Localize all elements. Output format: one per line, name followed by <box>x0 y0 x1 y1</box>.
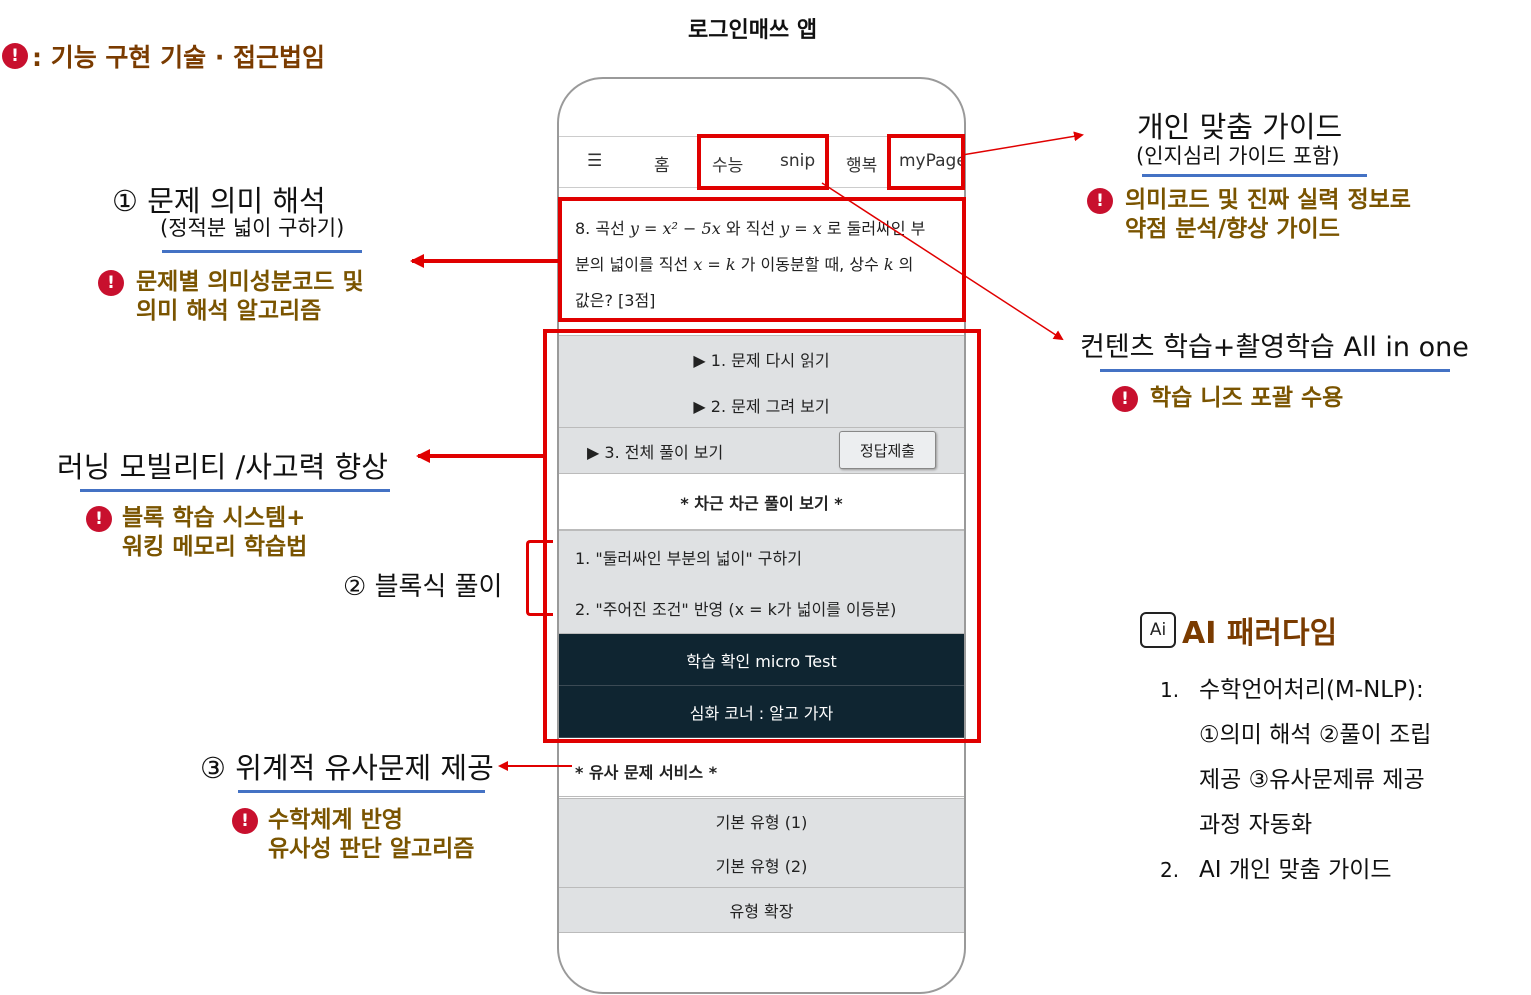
guide-warning-line2: 약점 분석/향상 가이드 <box>1125 216 1340 242</box>
ai-title: AI 패러다임 <box>1182 616 1338 651</box>
ai-item1-number: 1. <box>1160 678 1180 702</box>
guide-underline <box>1142 174 1367 177</box>
buttons-highlight <box>543 329 981 743</box>
mobility-warning-line1: 블록 학습 시스템+ <box>122 505 306 531</box>
nav-mypage[interactable]: myPage <box>899 151 966 171</box>
nav-snip[interactable]: snip <box>780 151 816 171</box>
deep-corner-button[interactable]: 심화 코너 : 알고 가자 <box>559 686 964 738</box>
content-underline <box>1100 369 1450 372</box>
step1-button[interactable]: 1. "둘러싸인 부분의 넓이" 구하기 <box>559 530 964 583</box>
content-warning-text: 학습 니즈 포괄 수용 <box>1150 385 1344 411</box>
guide-warning: ! 의미코드 및 진짜 실력 정보로 약점 분석/향상 가이드 <box>1087 186 1411 244</box>
ai-list: 1. 수학언어처리(M-NLP): ①의미 해석 ②풀이 조립 제공 ③유사문제… <box>1160 668 1431 893</box>
ai-item1-line3: 제공 ③유사문제류 제공 <box>1199 767 1425 793</box>
exclamation-icon: ! <box>1112 385 1138 412</box>
basic-type-2-button[interactable]: 기본 유형 (2) <box>559 843 964 888</box>
guide-title: 개인 맞춤 가이드 <box>1137 110 1343 144</box>
similar-warning-line2: 유사성 판단 알고리즘 <box>268 836 475 862</box>
similar-title: ③ 위계적 유사문제 제공 <box>200 751 494 785</box>
nav-highlight-mypage <box>887 134 965 190</box>
meaning-warning-line2: 의미 해석 알고리즘 <box>136 298 322 324</box>
problem-text: 8. 곡선 y = x² − 5x 와 직선 y = x 로 둘러싸인 부 분의… <box>575 219 926 310</box>
ai-item2-number: 2. <box>1160 858 1180 882</box>
exclamation-icon: ! <box>86 506 112 532</box>
nav-happy[interactable]: 행복 <box>846 156 878 176</box>
exclamation-icon: ! <box>1087 188 1113 214</box>
step-header: * 차근 차근 풀이 보기 * <box>559 474 964 530</box>
submit-answer-button[interactable]: 정답제출 <box>839 431 936 469</box>
exclamation-icon: ! <box>98 270 124 296</box>
mobility-title: 러닝 모빌리티 /사고력 향상 <box>57 450 388 484</box>
ai-paradigm: Ai AI 패러다임 <box>1140 608 1337 652</box>
full-solution-row[interactable]: ▶ 3. 전체 풀이 보기 정답제출 <box>559 428 964 474</box>
similar-warning: ! 수학체계 반영 유사성 판단 알고리즘 <box>232 806 474 864</box>
arrow-to-content <box>821 182 1064 341</box>
block-title: ② 블록식 풀이 <box>343 572 503 602</box>
ai-item2-text: AI 개인 맞춤 가이드 <box>1199 857 1392 883</box>
menu-icon[interactable]: ☰ <box>587 151 603 171</box>
page-title: 로그인매쓰 앱 <box>688 18 818 43</box>
problem-highlight <box>558 197 966 322</box>
nav-highlight-suneung-snip <box>697 134 829 190</box>
nav-suneung[interactable]: 수능 <box>712 156 744 176</box>
nav-home[interactable]: 홈 <box>654 156 670 176</box>
phone-mockup: ☰ 홈 수능 snip 행복 myPage 8. 곡선 y = x² − 5x … <box>557 77 966 994</box>
similar-underline <box>238 790 485 793</box>
exclamation-icon: ! <box>2 43 28 69</box>
similar-header: * 유사 문제 서비스 * <box>559 746 964 797</box>
micro-test-button[interactable]: 학습 확인 micro Test <box>559 634 964 686</box>
meaning-warning-line1: 문제별 의미성분코드 및 <box>136 269 364 295</box>
arrow-to-guide <box>961 131 1084 156</box>
block-bracket <box>526 540 553 616</box>
type-extension-button[interactable]: 유형 확장 <box>559 888 964 933</box>
content-warning: ! 학습 니즈 포괄 수용 <box>1112 384 1343 413</box>
similar-warning-line1: 수학체계 반영 <box>268 807 403 833</box>
ai-item1-line4: 과정 자동화 <box>1199 812 1313 838</box>
exclamation-icon: ! <box>232 808 258 834</box>
meaning-subtitle: (정적분 넓이 구하기) <box>160 216 345 240</box>
step2-button[interactable]: 2. "주어진 조건" 반영 (x = k가 넓이를 이등분) <box>559 582 964 634</box>
mobility-warning: ! 블록 학습 시스템+ 워킹 메모리 학습법 <box>86 504 307 562</box>
meaning-underline <box>162 250 362 253</box>
math-xk: x = k <box>693 255 736 274</box>
draw-button[interactable]: ▶ 2. 문제 그려 보기 <box>559 382 964 428</box>
guide-warning-line1: 의미코드 및 진짜 실력 정보로 <box>1125 187 1411 213</box>
mobility-warning-line2: 워킹 메모리 학습법 <box>122 534 308 560</box>
full-solution-label: ▶ 3. 전체 풀이 보기 <box>587 442 724 462</box>
legend: ! : 기능 구현 기술 · 접근법임 <box>2 38 325 74</box>
mobility-underline <box>80 489 390 492</box>
math-curve: y = x² − 5x <box>629 219 721 238</box>
ai-item1-line1: 수학언어처리(M-NLP): <box>1199 677 1424 703</box>
meaning-warning: ! 문제별 의미성분코드 및 의미 해석 알고리즘 <box>98 268 364 326</box>
meaning-title: ① 문제 의미 해석 <box>112 184 326 218</box>
math-line: y = x <box>780 219 822 238</box>
guide-subtitle: (인지심리 가이드 포함) <box>1136 144 1340 168</box>
content-title: 컨텐츠 학습+촬영학습 All in one <box>1080 332 1469 363</box>
legend-text: : 기능 구현 기술 · 접근법임 <box>32 43 326 72</box>
ai-icon: Ai <box>1140 612 1176 648</box>
ai-item1-line2: ①의미 해석 ②풀이 조립 <box>1199 722 1432 748</box>
